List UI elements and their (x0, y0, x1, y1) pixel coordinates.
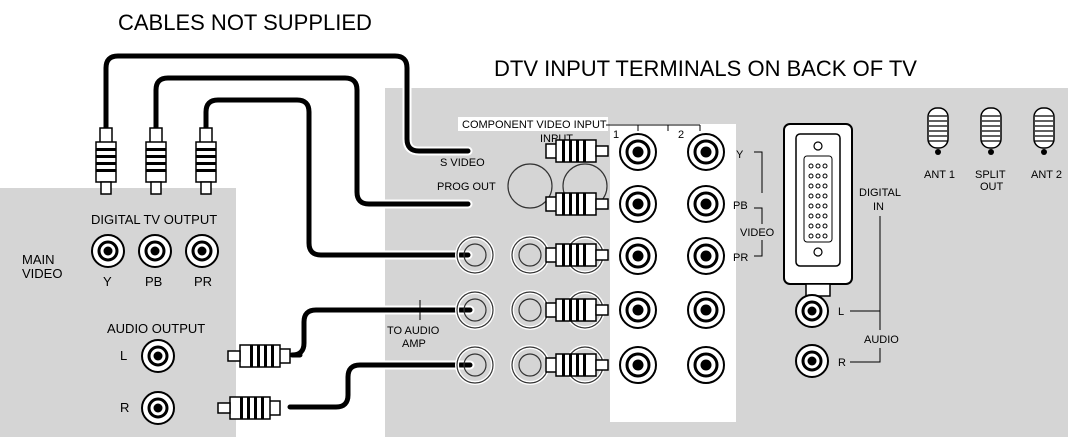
component-1-audio-r-jack (618, 345, 658, 385)
component-bracket (606, 124, 701, 131)
component-2-audio-l-jack (686, 290, 726, 330)
ant1-label: ANT 1 (924, 169, 955, 181)
digital-in-label-line2: IN (873, 201, 884, 213)
split-out-label-line2: OUT (980, 181, 1004, 193)
video-bracket (754, 151, 763, 257)
audio-cables (285, 305, 475, 412)
y-video-plug (95, 127, 117, 195)
tv-y-label: Y (736, 149, 744, 161)
device-audio-l-jack (140, 338, 176, 374)
audio-l-plug-device-end (227, 344, 291, 368)
component-2-pr-jack (686, 236, 726, 276)
pb-video-plug (145, 127, 167, 195)
device-pr-label: PR (194, 274, 212, 289)
digital-in-label-line1: DIGITAL (859, 187, 901, 199)
device-y-label: Y (103, 274, 112, 289)
to-audio-amp-line1: TO AUDIO (387, 325, 440, 337)
device-audio-l-label: L (120, 348, 127, 363)
audio-label: AUDIO (864, 334, 899, 346)
audio-bracket (850, 310, 881, 363)
column-1-label: 1 (613, 129, 619, 141)
digital-audio-r-jack (794, 343, 830, 379)
component-2-pb-jack (686, 184, 726, 224)
tv-pb-label: PB (733, 200, 748, 212)
device-audio-r-label: R (120, 400, 129, 415)
component-1-y-jack (618, 132, 658, 172)
device-pb-jack (137, 233, 173, 269)
split-out-label-line1: SPLIT (975, 169, 1006, 181)
digital-audio-l-jack (794, 293, 830, 329)
dtv-input-terminals-title: DTV INPUT TERMINALS ON BACK OF TV (494, 56, 917, 81)
to-audio-amp-line2: AMP (402, 338, 426, 350)
component-1-pr-jack (618, 236, 658, 276)
pr-video-plug (195, 127, 217, 195)
main-video-label-line2: VIDEO (22, 266, 62, 281)
component-2-y-jack (686, 132, 726, 172)
tv-pr-label: PR (733, 252, 748, 264)
device-audio-r-jack (140, 390, 176, 426)
main-video-label-line1: MAIN (22, 252, 55, 267)
digital-audio-r-label: R (838, 357, 846, 369)
s-video-label: S VIDEO (440, 157, 485, 169)
dvi-digital-input-connector (783, 123, 853, 297)
device-pr-jack (184, 233, 220, 269)
component-video-input-label: COMPONENT VIDEO INPUT (462, 119, 607, 131)
component-1-audio-l-jack (618, 290, 658, 330)
external-device-panel (0, 188, 236, 437)
component-1-pb-jack (618, 184, 658, 224)
device-y-jack (90, 233, 126, 269)
digital-audio-l-label: L (838, 306, 844, 318)
digital-tv-output-label: DIGITAL TV OUTPUT (91, 212, 217, 227)
device-pb-label: PB (145, 274, 162, 289)
cables-not-supplied-title: CABLES NOT SUPPLIED (118, 10, 372, 35)
audio-output-label: AUDIO OUTPUT (107, 321, 205, 336)
ant2-label: ANT 2 (1031, 169, 1062, 181)
video-label: VIDEO (740, 227, 775, 239)
prog-out-label: PROG OUT (437, 181, 496, 193)
component-2-audio-r-jack (686, 345, 726, 385)
video-cables (101, 51, 473, 260)
s-video-jack-1 (507, 163, 553, 209)
column-2-label: 2 (678, 129, 684, 141)
component-label-bg (458, 117, 608, 131)
